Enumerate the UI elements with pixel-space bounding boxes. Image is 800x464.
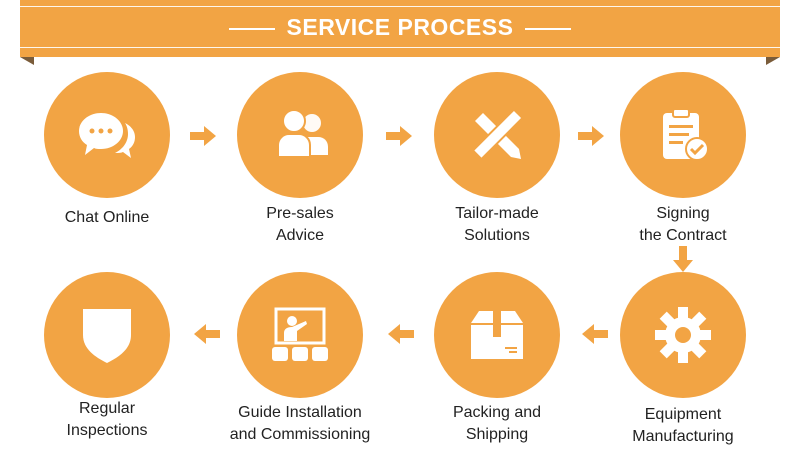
step-label-chat-online: Chat Online [17, 207, 197, 229]
arrow-left-icon [582, 324, 608, 344]
step-tailor-made-solutions [434, 72, 560, 198]
page-title: SERVICE PROCESS [20, 14, 780, 41]
banner-fold-left [20, 57, 34, 65]
arrow-right-icon [386, 126, 412, 146]
gear-icon [655, 307, 711, 363]
label-line: Signing [656, 205, 710, 222]
header-banner: SERVICE PROCESS [20, 0, 780, 57]
label-line: Equipment [644, 406, 722, 423]
banner-line-bottom [20, 47, 780, 48]
step-guide-installation [237, 272, 363, 398]
banner-fold-right [766, 57, 780, 65]
arrow-down-icon [673, 246, 693, 272]
label-line: Packing and [452, 404, 542, 421]
step-equipment-manufacturing [620, 272, 746, 398]
shield-icon [83, 309, 131, 363]
box-icon [471, 311, 523, 359]
label-line: Tailor-made [455, 205, 539, 222]
label-line: Solutions [464, 227, 530, 244]
step-packing-shipping [434, 272, 560, 398]
presentation-icon [272, 307, 328, 361]
label-line: Pre-sales [266, 205, 334, 222]
step-pre-sales-advice [237, 72, 363, 198]
label-line: Regular [78, 400, 136, 417]
label-line: Inspections [66, 422, 148, 439]
label-line: Shipping [465, 426, 529, 443]
step-label-signing: Signing the Contract [593, 203, 773, 247]
step-signing-contract [620, 72, 746, 198]
step-chat-online [44, 72, 170, 198]
label-line: Manufacturing [632, 428, 734, 445]
label-line: Chat Online [64, 209, 150, 226]
step-regular-inspections [44, 272, 170, 398]
label-line: Advice [275, 227, 325, 244]
label-line: Guide Installation [238, 404, 362, 421]
step-label-guide-installation: Guide Installation and Commissioning [210, 402, 390, 446]
label-line: and Commissioning [229, 426, 371, 443]
arrow-right-icon [578, 126, 604, 146]
title-text: SERVICE PROCESS [286, 14, 514, 40]
clipboard-check-icon [663, 108, 709, 161]
chat-bubbles-icon [79, 113, 135, 158]
users-icon [277, 109, 328, 158]
banner-line-top [20, 6, 780, 7]
arrow-right-icon [190, 126, 216, 146]
arrow-left-icon [194, 324, 220, 344]
arrow-left-icon [388, 324, 414, 344]
ruler-pencil-icon [471, 108, 524, 161]
label-line: the Contract [639, 227, 727, 244]
